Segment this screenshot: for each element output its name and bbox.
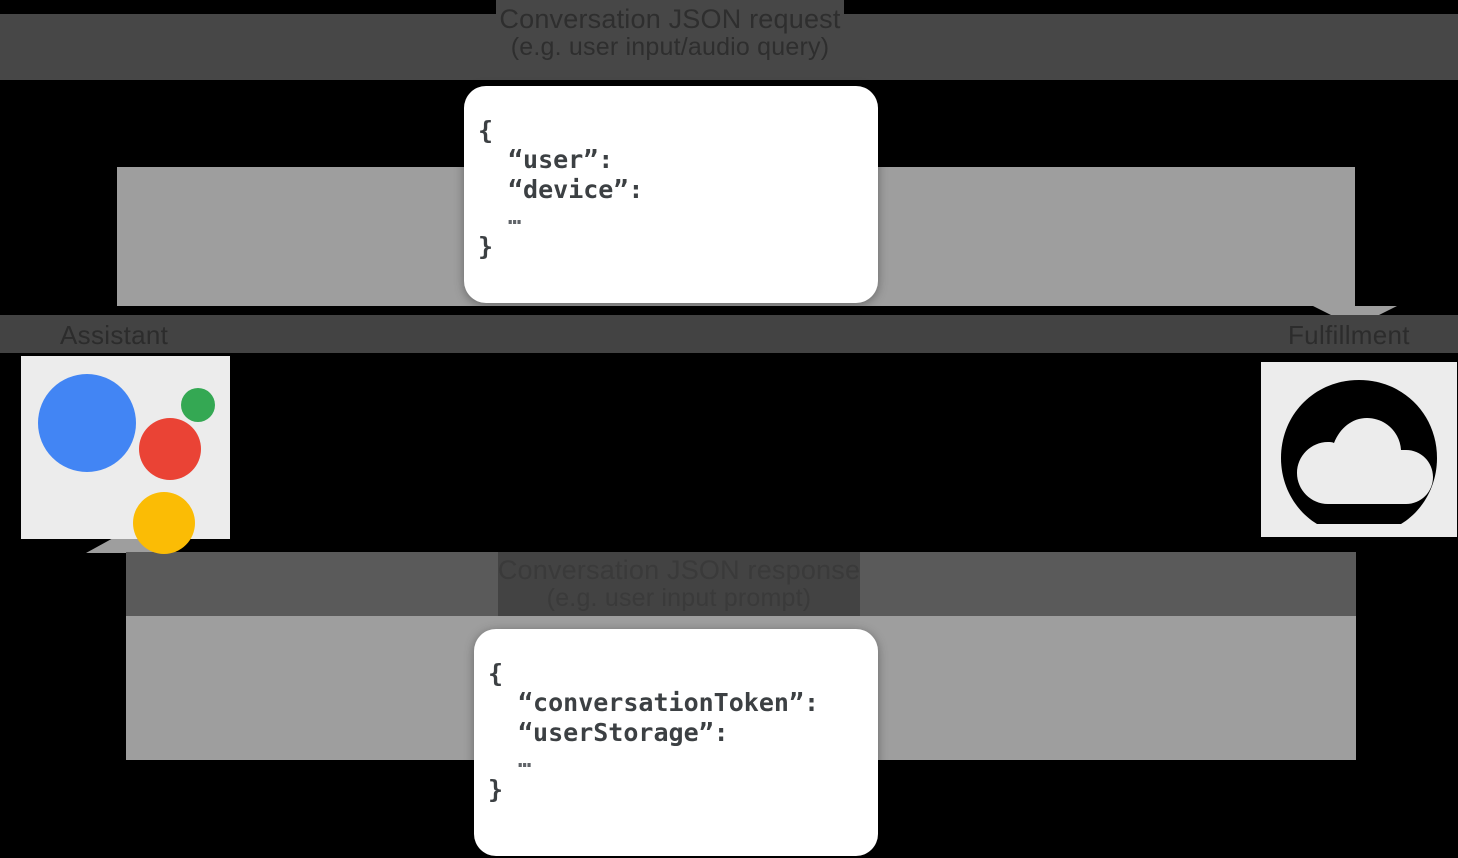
json-request-ellipsis: … bbox=[508, 204, 522, 230]
google-assistant-icon bbox=[21, 356, 230, 554]
bottom-flow-label-line1: Conversation JSON response bbox=[497, 554, 861, 585]
bottom-flow-label-line2: (e.g. user input prompt) bbox=[546, 584, 812, 613]
assistant-node-label: Assistant bbox=[60, 320, 169, 350]
cloud-functions-glyph bbox=[1281, 380, 1437, 524]
assistant-red-dot-icon bbox=[139, 418, 201, 480]
middle-divider-band bbox=[0, 315, 1458, 353]
top-flow-label-line2: (e.g. user input/audio query) bbox=[510, 33, 830, 62]
json-request-key-user: “user”: bbox=[508, 145, 614, 175]
json-request-card: { “user”: “device”: … } bbox=[464, 86, 878, 303]
json-response-open-brace: { bbox=[488, 659, 504, 688]
cloud-functions-icon bbox=[1261, 362, 1457, 537]
json-response-ellipsis: … bbox=[518, 747, 532, 773]
json-response-key-user-storage: “userStorage”: bbox=[518, 717, 729, 747]
json-request-open-brace: { bbox=[478, 116, 494, 145]
json-response-key-conversation-token: “conversationToken”: bbox=[518, 688, 820, 718]
json-request-key-device: “device”: bbox=[508, 174, 644, 204]
top-flow-label-line1: Conversation JSON request bbox=[499, 3, 841, 34]
json-response-close-brace: } bbox=[488, 775, 504, 805]
json-response-card: { “conversationToken”: “userStorage”: … … bbox=[474, 629, 878, 856]
top-flow-label: Conversation JSON request (e.g. user inp… bbox=[496, 0, 844, 66]
fulfillment-node-label: Fulfillment bbox=[1288, 320, 1410, 350]
json-request-close-brace: } bbox=[478, 232, 494, 262]
assistant-yellow-dot-icon bbox=[133, 492, 195, 554]
assistant-blue-dot-icon bbox=[38, 374, 136, 472]
assistant-green-dot-icon bbox=[181, 388, 215, 422]
bottom-flow-label: Conversation JSON response (e.g. user in… bbox=[498, 552, 860, 616]
